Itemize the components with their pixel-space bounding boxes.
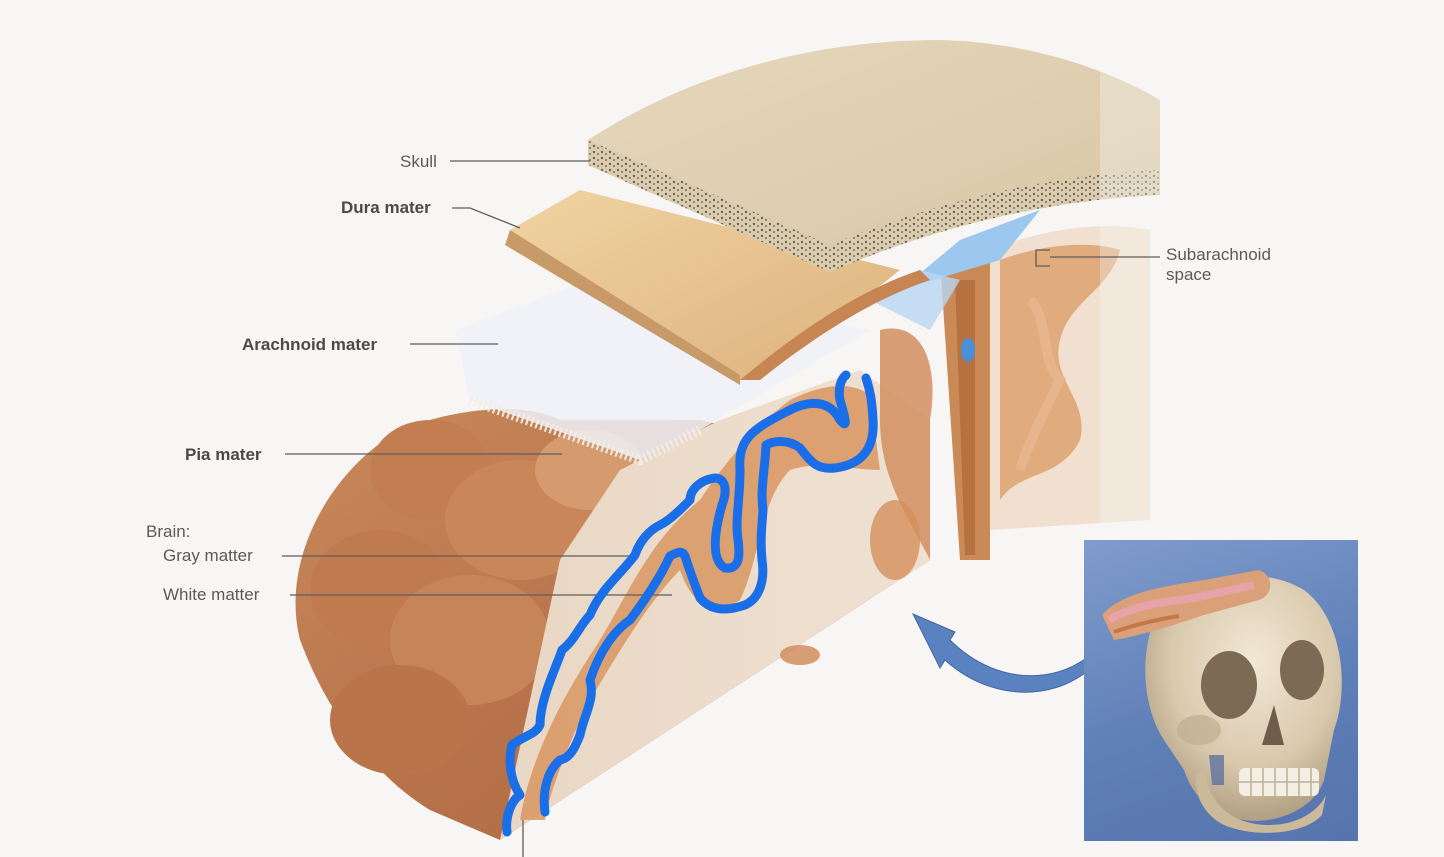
skull-layer [588, 40, 1160, 272]
subarachnoid-space-leader [1035, 249, 1160, 267]
leader-lines [282, 160, 1160, 857]
dura-mater-label: Dura mater [341, 198, 431, 217]
dura-mater-leader [452, 207, 521, 229]
subarachnoid-space-label: Subarachnoid space [1166, 245, 1271, 284]
curved-arrow-icon [911, 613, 1113, 693]
subarachnoid-space-label-line2: space [1166, 264, 1212, 284]
skull-inset [1084, 540, 1358, 841]
arachnoid-fibers [468, 395, 703, 466]
subarachnoid-space-label-line1: Subarachnoid [1166, 245, 1271, 264]
gray-matter-annotation-outline [502, 370, 878, 837]
skull-inset-icon [1102, 570, 1342, 833]
pia-mater-label: Pia mater [185, 445, 262, 464]
brain-heading-label: Brain: [146, 522, 191, 541]
arachnoid-mater-label: Arachnoid mater [242, 335, 378, 354]
dura-mater-layer [505, 190, 930, 385]
skull-label: Skull [400, 152, 437, 171]
white-matter-label: White matter [163, 585, 260, 604]
falx-cerebri [870, 210, 1040, 560]
gray-matter-label: Gray matter [163, 546, 253, 565]
right-hemisphere-section [990, 226, 1150, 530]
